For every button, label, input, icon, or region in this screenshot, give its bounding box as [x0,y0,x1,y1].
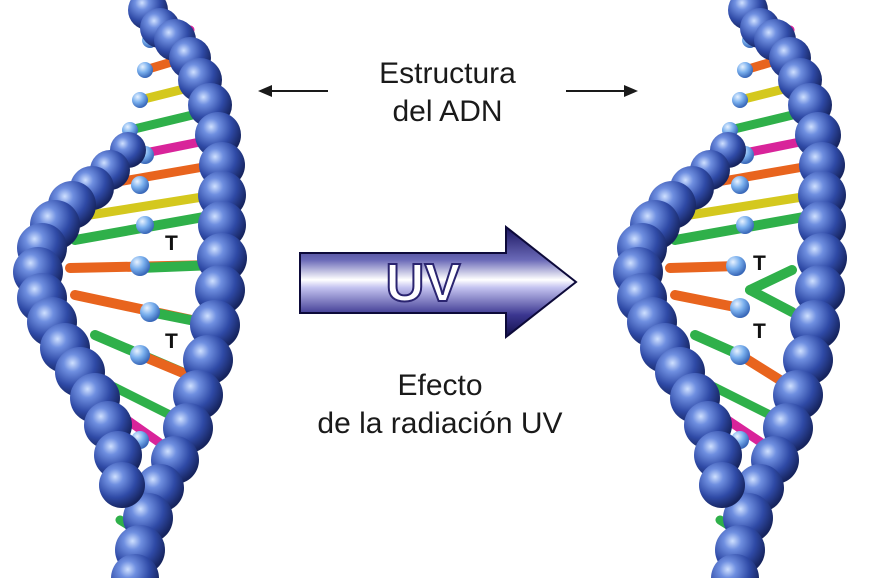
left-backbone-inner [13,132,146,508]
caption-effect-line2: de la radiación UV [317,407,563,440]
base-label-thymine-left-1: T [165,232,178,255]
left-backbone-outer [111,0,247,578]
uv-arrow-icon: UV [299,225,578,340]
dna-helix-left [13,0,247,578]
caption-effect-line1: Efecto [397,369,483,402]
left-arrow-icon [258,85,328,97]
right-backbone-inner [613,132,746,508]
dna-helix-right [613,0,847,578]
caption-structure-line1: Estructura [379,57,516,90]
right-backbone-outer [711,0,847,578]
base-label-thymine-right-2: T [753,320,766,343]
base-label-thymine-right-1: T [753,252,766,275]
caption-structure: Estructura del ADN [340,55,555,131]
uv-label: UV [385,253,460,313]
base-label-thymine-left-2: T [165,330,178,353]
right-arrow-icon [566,85,638,97]
caption-effect: Efecto de la radiación UV [285,367,595,443]
caption-structure-line2: del ADN [392,95,503,128]
